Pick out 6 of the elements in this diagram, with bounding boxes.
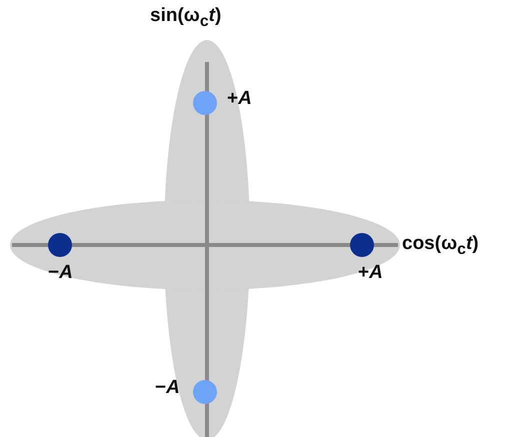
axis-label: sin(ω$_{c}$t) [150,6,222,30]
axis-label: cos(ω$_{c}$t) [402,234,479,258]
amplitude-label: +A [358,263,383,282]
amplitude-label: −A [48,263,73,282]
amplitude-label: +A [227,89,252,108]
amplitude-label: −A [155,378,180,397]
